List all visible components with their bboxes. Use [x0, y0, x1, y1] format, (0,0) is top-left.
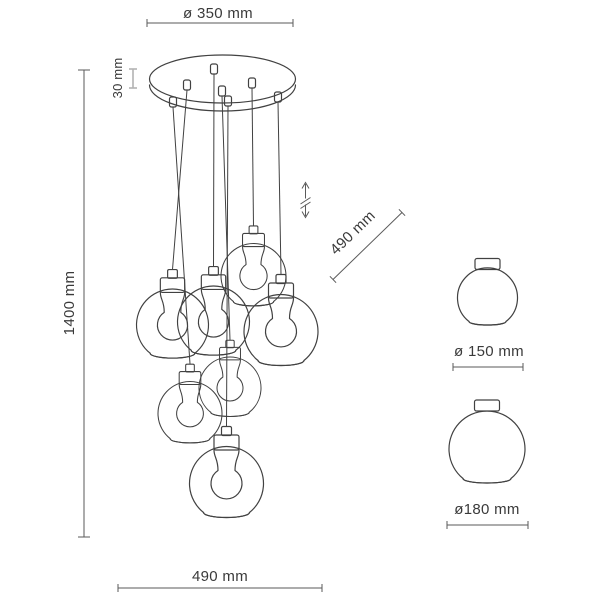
cable: [213, 73, 215, 267]
cable: [226, 105, 229, 427]
dimension-total-height: 1400 mm: [61, 69, 90, 538]
shade-detail-150: ø 150 mm: [452, 257, 524, 371]
dimension-cluster-width: 490 mm: [117, 568, 323, 592]
shade-rim: [468, 320, 507, 326]
cord-drop-label: 490 mm: [327, 207, 379, 258]
pendant: [243, 273, 319, 367]
dimension-tick: [329, 275, 337, 284]
shade-globe: [448, 410, 526, 484]
cable: [277, 101, 282, 275]
shade-large-label: ø180 mm: [454, 501, 519, 518]
shade-globe: [456, 267, 519, 326]
pendant: [198, 339, 262, 417]
cord-grip: [217, 85, 227, 97]
cord-grip: [182, 79, 192, 91]
pendant: [157, 363, 223, 444]
pendant: [188, 425, 265, 519]
shade-detail-180: ø180 mm: [446, 399, 529, 529]
dimension-tick: [398, 208, 406, 217]
cable: [251, 87, 254, 227]
pendant: [220, 225, 287, 307]
cluster-width-label: 490 mm: [192, 568, 248, 585]
shade-neck: [473, 399, 501, 412]
shade-neck: [474, 257, 501, 271]
cord-grip: [209, 63, 219, 75]
dimension-line: [332, 212, 403, 280]
canopy-height-label: 30 mm: [110, 58, 125, 99]
total-height-label: 1400 mm: [61, 271, 78, 336]
cord-grip: [247, 77, 257, 89]
cable: [172, 89, 188, 270]
cable: [221, 95, 231, 341]
pendant: [135, 268, 210, 359]
shade-small-label: ø 150 mm: [454, 343, 524, 360]
dimension-canopy-diameter: ø 350 mm: [146, 5, 294, 27]
height-adjust-icon: [300, 181, 311, 219]
dimension-canopy-height: 30 mm: [110, 58, 137, 99]
cord-grip: [223, 95, 233, 107]
dimension-cord-drop: 490 mm: [327, 207, 406, 284]
canopy-diameter-label: ø 350 mm: [183, 5, 253, 22]
cables: [172, 73, 282, 427]
shade-rim: [462, 477, 512, 484]
